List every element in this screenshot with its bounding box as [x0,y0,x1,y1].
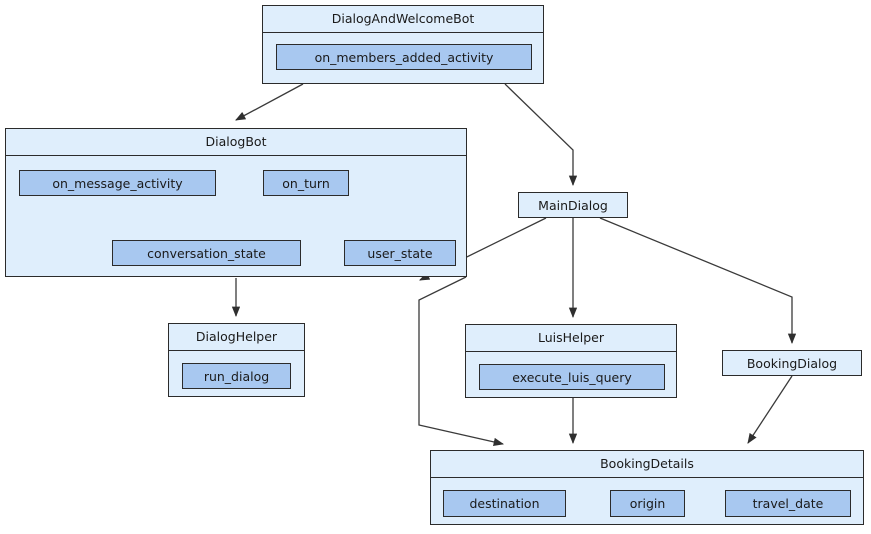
class-body-booking-details: destination origin travel_date [431,478,863,524]
class-title-luis-helper: LuisHelper [466,325,676,352]
member-user-state[interactable]: user_state [344,240,456,266]
class-dialog-bot[interactable]: DialogBot on_message_activity on_turn co… [5,128,467,277]
member-execute-luis-query[interactable]: execute_luis_query [479,364,665,390]
edge-welcomebot-to-maindialog [504,83,578,187]
class-body-dialog-and-welcome-bot: on_members_added_activity [263,33,543,83]
class-body-luis-helper: execute_luis_query [466,352,676,397]
class-title-dialog-and-welcome-bot: DialogAndWelcomeBot [263,6,543,33]
member-on-message-activity[interactable]: on_message_activity [19,170,216,196]
member-run-dialog[interactable]: run_dialog [182,363,291,389]
class-dialog-and-welcome-bot[interactable]: DialogAndWelcomeBot on_members_added_act… [262,5,544,84]
member-on-members-added-activity[interactable]: on_members_added_activity [276,44,532,70]
class-body-dialog-helper: run_dialog [169,351,304,396]
class-body-dialog-bot: on_message_activity on_turn conversation… [6,156,466,276]
member-destination[interactable]: destination [443,490,566,517]
member-conversation-state[interactable]: conversation_state [112,240,301,266]
class-booking-dialog[interactable]: BookingDialog [722,350,862,376]
class-title-booking-details: BookingDetails [431,451,863,478]
class-luis-helper[interactable]: LuisHelper execute_luis_query [465,324,677,398]
class-title-dialog-bot: DialogBot [6,129,466,156]
member-travel-date[interactable]: travel_date [725,490,851,517]
member-on-turn[interactable]: on_turn [263,170,349,196]
edge-welcomebot-to-dialogbot [235,83,304,121]
class-title-dialog-helper: DialogHelper [169,324,304,351]
class-dialog-helper[interactable]: DialogHelper run_dialog [168,323,305,397]
edge-bookingdialog-to-bookingdetails [747,375,793,444]
member-origin[interactable]: origin [610,490,685,517]
class-booking-details[interactable]: BookingDetails destination origin travel… [430,450,864,525]
class-main-dialog[interactable]: MainDialog [518,192,628,218]
